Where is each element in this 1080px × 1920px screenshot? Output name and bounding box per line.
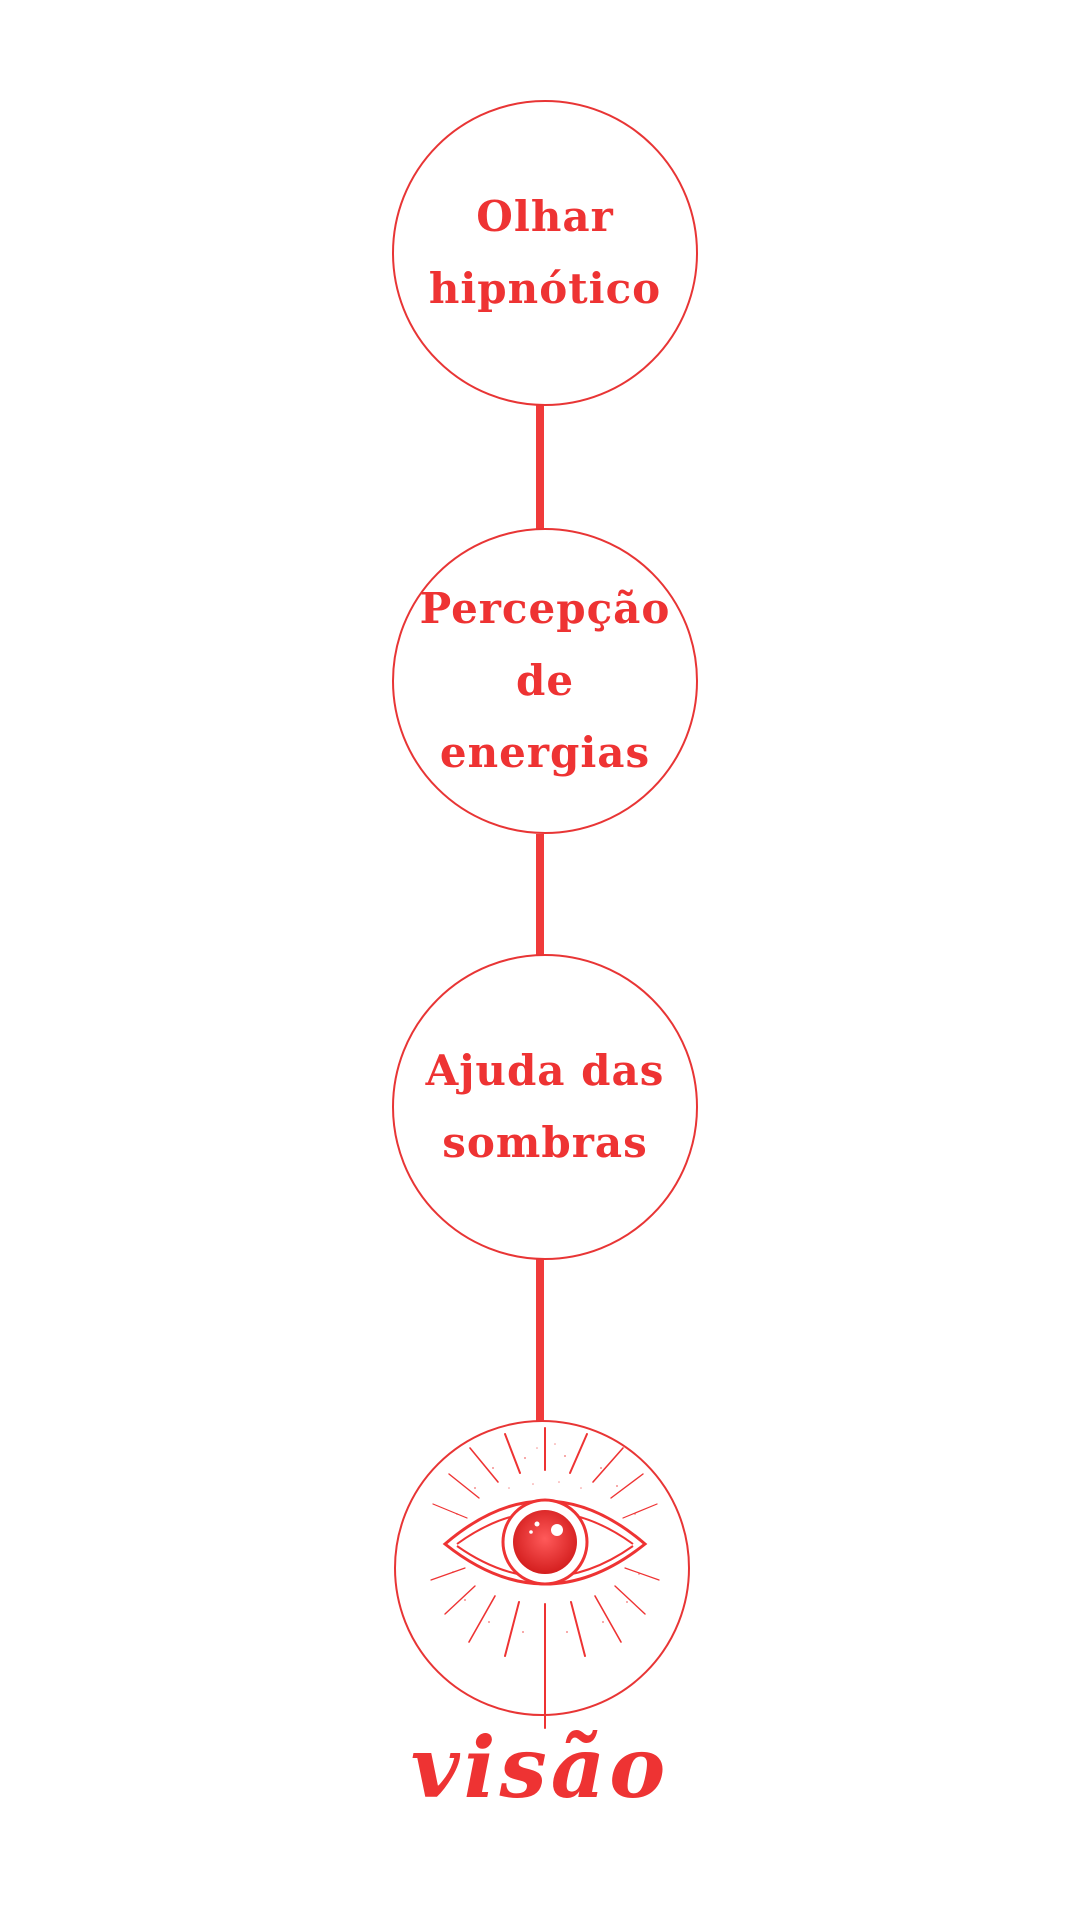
eye-rays bbox=[430, 1427, 660, 1729]
step-node-2: Percepção de energias bbox=[392, 528, 698, 834]
connector-line-2 bbox=[536, 834, 544, 958]
all-seeing-eye-icon bbox=[430, 1427, 660, 1729]
step-node-3: Ajuda das sombras bbox=[392, 954, 698, 1260]
step-node-1: Olhar hipnótico bbox=[392, 100, 698, 406]
connector-line-3 bbox=[536, 1258, 544, 1428]
vision-title: visão bbox=[410, 1718, 670, 1817]
connector-line-1 bbox=[536, 404, 544, 532]
step-label-2: Percepção de energias bbox=[419, 584, 671, 777]
step-label-3: Ajuda das sombras bbox=[425, 1046, 665, 1167]
step-label-1: Olhar hipnótico bbox=[428, 192, 662, 313]
